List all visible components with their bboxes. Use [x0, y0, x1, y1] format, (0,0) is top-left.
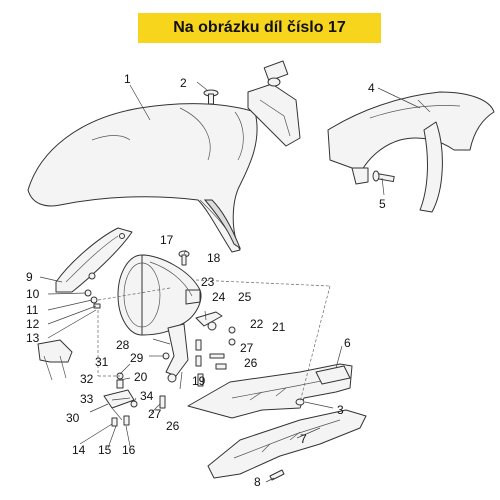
nut-part-3 [295, 398, 305, 406]
callout-25: 25 [238, 290, 252, 304]
callout-27b: 27 [148, 407, 162, 421]
callout-5: 5 [379, 197, 386, 211]
callout-6: 6 [344, 336, 351, 350]
center-hardware [159, 326, 236, 409]
headlight-support-bracket [165, 311, 223, 383]
callout-9: 9 [26, 270, 33, 284]
small-hardware-10-12 [84, 289, 101, 309]
callout-16: 16 [122, 443, 136, 457]
bracket-part-13 [37, 339, 73, 381]
callout-21: 21 [272, 320, 286, 334]
callout-17: 17 [160, 233, 174, 247]
callout-20: 20 [134, 370, 148, 384]
lower-left-hardware [103, 372, 138, 427]
screw-part-18 [178, 250, 190, 266]
callout-3: 3 [337, 403, 344, 417]
leader-lines [39, 81, 421, 483]
callout-12: 12 [26, 317, 40, 331]
callout-26: 26 [244, 356, 258, 370]
front-mudguard [27, 103, 258, 253]
callout-1: 1 [124, 72, 131, 86]
callout-2: 2 [180, 76, 187, 90]
callout-13: 13 [26, 331, 40, 345]
callout-33: 33 [80, 392, 94, 406]
callout-4: 4 [368, 81, 375, 95]
callout-24: 24 [212, 290, 226, 304]
callout-14: 14 [72, 443, 86, 457]
callout-29: 29 [130, 351, 144, 365]
callout-22: 22 [250, 317, 264, 331]
trim-ring [55, 227, 133, 293]
callout-31: 31 [95, 355, 109, 369]
callout-labels: 1 2 3 4 5 6 7 8 9 10 11 12 13 14 15 16 1… [26, 72, 386, 489]
lower-rail [207, 409, 367, 479]
callout-11: 11 [26, 303, 39, 317]
callout-32: 32 [80, 372, 94, 386]
callout-7: 7 [300, 432, 307, 446]
callout-26b: 26 [166, 419, 180, 433]
callout-23: 23 [201, 275, 215, 289]
mounting-bracket [247, 60, 301, 147]
screw-part-2 [203, 89, 219, 105]
callout-8: 8 [254, 475, 261, 489]
callout-28: 28 [116, 338, 130, 352]
callout-27: 27 [240, 341, 254, 355]
callout-10: 10 [26, 287, 40, 301]
callout-18: 18 [207, 251, 221, 265]
callout-19: 19 [192, 374, 206, 388]
callout-34: 34 [140, 389, 154, 403]
screw-part-5 [372, 170, 395, 183]
callout-30: 30 [66, 411, 80, 425]
title-banner: Na obrázku díl číslo 17 [138, 13, 381, 43]
rear-frame [187, 363, 353, 419]
screw-part-8 [269, 469, 285, 481]
banner-text: Na obrázku díl číslo 17 [173, 19, 346, 36]
rear-mudguard [327, 91, 495, 213]
headlight-housing [117, 254, 202, 336]
callout-15: 15 [98, 443, 112, 457]
